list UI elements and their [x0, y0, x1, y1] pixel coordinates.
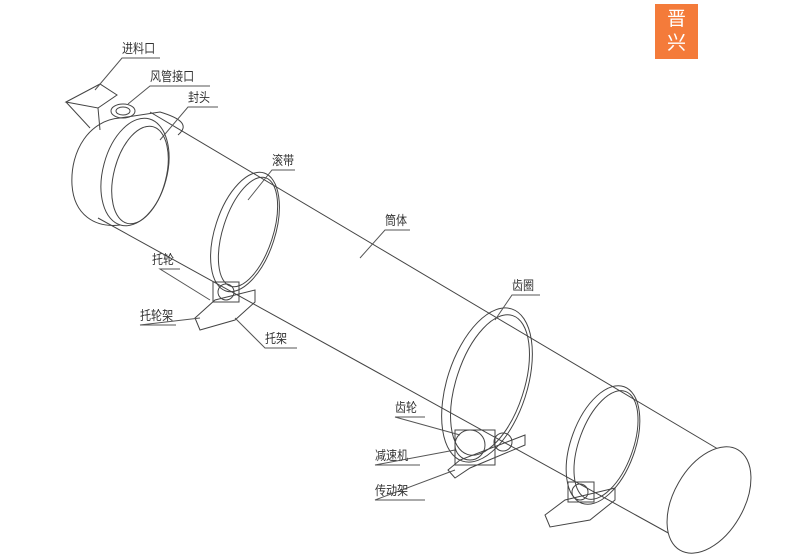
label-pinion-gear: 齿轮	[395, 401, 418, 416]
gear-ring	[441, 307, 533, 463]
rolling-ring-2	[565, 385, 641, 505]
support-roller-frame-1	[194, 281, 256, 331]
logo-line-1: 晋	[666, 8, 686, 30]
leader-lines	[94, 57, 540, 501]
label-support-roller: 托轮	[152, 253, 175, 268]
drum-body	[97, 111, 752, 554]
label-drum-body: 筒体	[385, 214, 408, 229]
support-roller-frame-2	[544, 481, 616, 528]
label-support-roller-frame: 托轮架	[140, 309, 174, 324]
brand-logo: 晋 兴	[655, 4, 698, 59]
end-cap	[71, 111, 184, 227]
label-air-duct-port: 风管接口	[150, 70, 195, 85]
rolling-ring	[210, 171, 280, 293]
logo-line-2: 兴	[666, 32, 686, 54]
feed-inlet	[64, 83, 136, 131]
label-reducer: 减速机	[375, 449, 409, 464]
label-drive-frame: 传动架	[375, 484, 409, 499]
drive-assembly	[447, 429, 526, 479]
label-feed-inlet: 进料口	[122, 42, 156, 57]
label-support-frame: 托架	[265, 332, 288, 347]
label-gear-ring: 齿圈	[512, 279, 535, 294]
label-rolling-ring: 滚带	[272, 154, 295, 169]
label-end-cap: 封头	[188, 91, 211, 106]
